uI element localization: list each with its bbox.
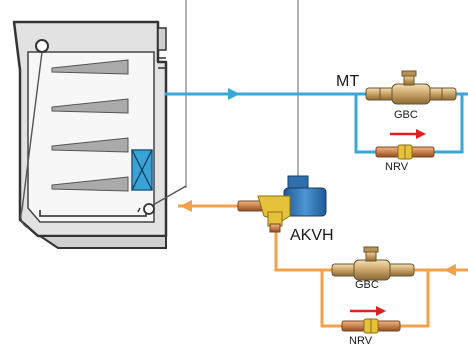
check-valve-label: NRV — [349, 335, 373, 347]
evaporator-icon — [131, 149, 153, 191]
liquid-line — [178, 204, 468, 328]
solenoid-expansion-valve-icon — [237, 175, 327, 233]
check-valve-label: NRV — [385, 161, 409, 173]
check-valve-icon — [375, 144, 435, 160]
flow-arrow-icon — [444, 264, 456, 276]
suction-line-label: MT — [336, 73, 360, 90]
ball-valve-label: GBC — [394, 109, 418, 121]
flow-direction-arrow-icon — [390, 129, 426, 139]
check-valve-icon — [341, 318, 401, 334]
expansion-valve-label: AKVH — [290, 227, 334, 244]
temperature-sensor-icon — [137, 185, 187, 215]
ball-valve-icon — [331, 246, 415, 281]
display-cabinet — [12, 20, 168, 249]
flow-arrow-icon — [228, 88, 240, 100]
ball-valve-label: GBC — [355, 279, 379, 291]
flow-direction-arrow-icon — [350, 306, 386, 316]
flow-arrow-icon — [180, 200, 192, 212]
ball-valve-icon — [365, 70, 457, 105]
